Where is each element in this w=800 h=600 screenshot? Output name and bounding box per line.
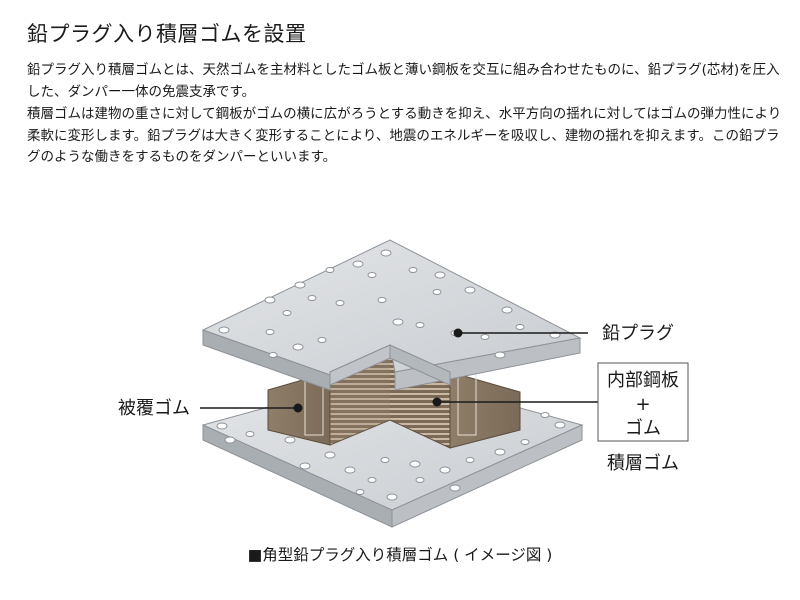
label-inner-plate-plus: + (635, 394, 650, 415)
label-inner-plate-line2: ゴム (625, 418, 661, 439)
label-lead-plug: 鉛プラグ (602, 323, 674, 344)
top-plate-bolt-holes (218, 249, 561, 359)
bottom-plate-bolt-holes (216, 412, 566, 501)
leader-inner-plate (432, 397, 598, 407)
leader-lead-plug (453, 328, 588, 338)
intro-paragraph-1: 鉛プラグ入り積層ゴムとは、天然ゴムを主材料としたゴム板と薄い鋼板を交互に組み合わ… (27, 62, 780, 100)
leader-cover-rubber (200, 403, 303, 413)
top-plate (201, 239, 582, 391)
label-cover-rubber: 被覆ゴム (118, 398, 190, 419)
page-title: 鉛プラグ入り積層ゴムを設置 (27, 22, 307, 46)
label-inner-plate-line1: 内部鋼板 (607, 370, 679, 391)
inner-plate-box: 内部鋼板 + ゴム (597, 362, 689, 442)
figure-caption: ■角型鉛プラグ入り積層ゴム ( イメージ図 ) (247, 546, 553, 564)
label-laminated-rubber: 積層ゴム (607, 453, 679, 474)
intro-paragraph-2: 積層ゴムは建物の重さに対して鋼板がゴムの横に広がろうとする動きを抑え、水平方向の… (27, 106, 782, 165)
